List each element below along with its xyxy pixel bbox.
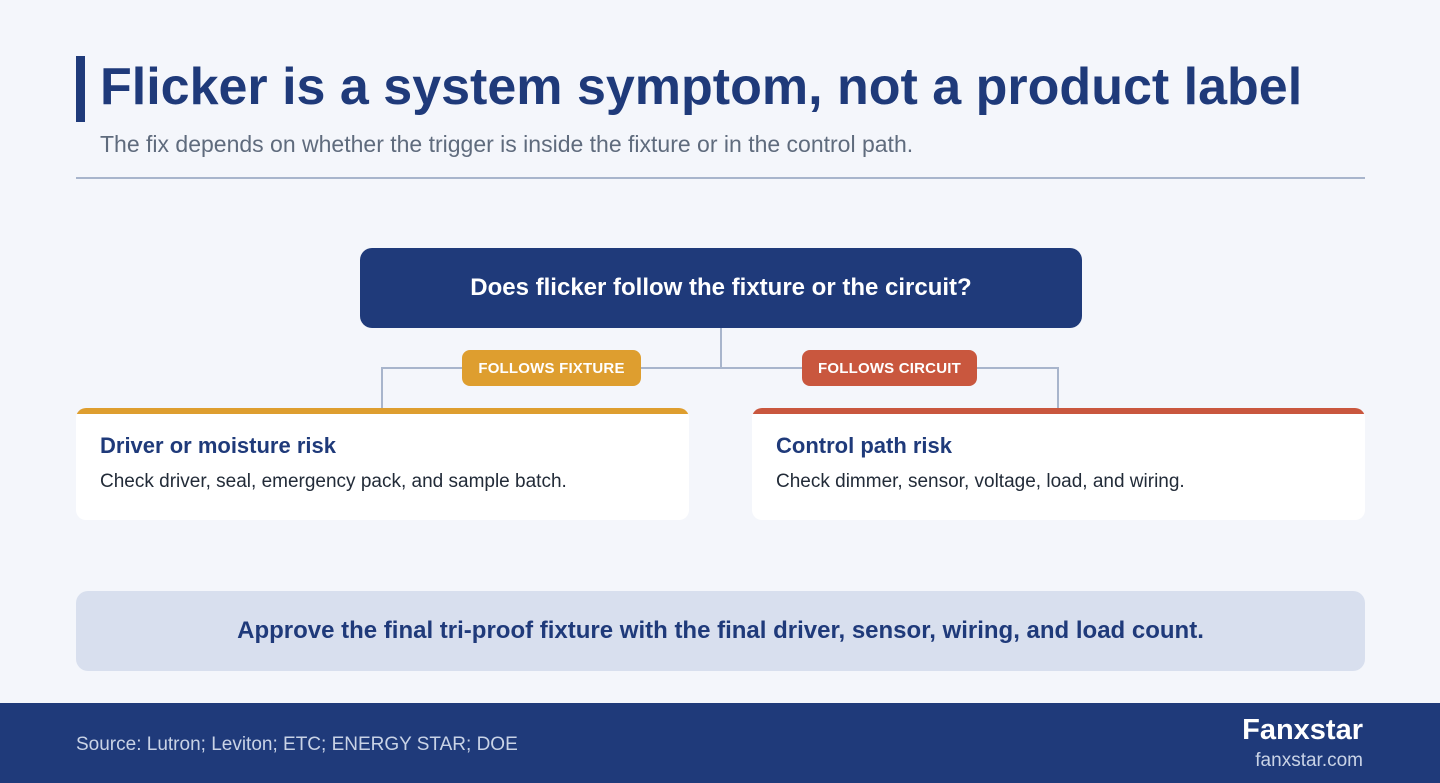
connector-right-drop bbox=[1057, 367, 1059, 408]
decision-question: Does flicker follow the fixture or the c… bbox=[360, 248, 1082, 328]
page-subtitle: The fix depends on whether the trigger i… bbox=[100, 131, 914, 157]
card-text: Check driver, seal, emergency pack, and … bbox=[100, 471, 567, 492]
approval-callout: Approve the final tri-proof fixture with… bbox=[76, 591, 1365, 671]
connector-stem bbox=[720, 328, 722, 369]
connector-left-drop bbox=[381, 367, 383, 408]
card-accent-fixture bbox=[76, 408, 689, 414]
card-accent-circuit bbox=[752, 408, 1365, 414]
card-title: Control path risk bbox=[776, 433, 953, 458]
title-accent-bar bbox=[76, 56, 85, 122]
branch-label-fixture: FOLLOWS FIXTURE bbox=[462, 350, 641, 386]
footer: Source: Lutron; Leviton; ETC; ENERGY STA… bbox=[0, 703, 1440, 783]
branch-label-circuit: FOLLOWS CIRCUIT bbox=[802, 350, 977, 386]
source-note: Source: Lutron; Leviton; ETC; ENERGY STA… bbox=[76, 734, 518, 755]
outcome-card-fixture: Driver or moisture risk Check driver, se… bbox=[76, 408, 689, 520]
connector-horizontal bbox=[381, 367, 1059, 369]
brand-name: Fanxstar bbox=[1242, 714, 1363, 746]
outcome-card-circuit: Control path risk Check dimmer, sensor, … bbox=[752, 408, 1365, 520]
card-title: Driver or moisture risk bbox=[100, 433, 336, 458]
brand-url: fanxstar.com bbox=[1255, 750, 1363, 771]
card-text: Check dimmer, sensor, voltage, load, and… bbox=[776, 471, 1185, 492]
page-title: Flicker is a system symptom, not a produ… bbox=[100, 58, 1303, 116]
header-divider bbox=[76, 177, 1365, 179]
